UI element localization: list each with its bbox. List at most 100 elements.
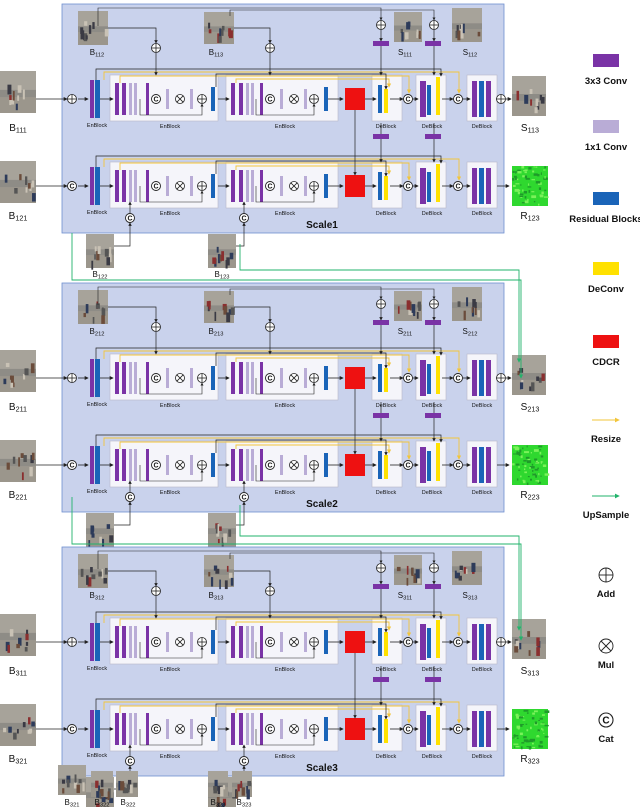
input-thumbnail-figure [22, 89, 25, 100]
upsample-path [71, 233, 524, 379]
output-thumbnail-noise [544, 176, 546, 179]
output-thumbnail-figure [529, 386, 532, 392]
output-thumbnail-noise [512, 463, 515, 466]
output-thumbnail-noise [523, 169, 527, 172]
top-thumbnail-figure [87, 577, 92, 587]
add-icon [429, 20, 439, 30]
input-thumbnail-figure [23, 455, 27, 462]
add-icon [429, 299, 439, 309]
scale-title: Scale1 [306, 220, 338, 231]
output-thumbnail-noise [543, 732, 545, 734]
bottom-thumbnail-figure [216, 530, 220, 537]
conv1x1-block [134, 713, 137, 745]
conv3x3-block [146, 170, 149, 202]
mul-icon-d2 [176, 461, 184, 469]
conv1x1-block [166, 368, 169, 388]
output-thumbnail-noise [525, 177, 530, 180]
residual-block [479, 447, 484, 483]
upsample-path [239, 244, 522, 363]
skip-path [139, 465, 204, 482]
mul-icon [175, 724, 185, 734]
input-thumbnail-figure [32, 193, 36, 202]
conv3x3-block [420, 447, 426, 483]
add-icon [376, 20, 386, 30]
output-thumbnail-noise [526, 712, 529, 714]
output-thumbnail-noise [543, 177, 548, 180]
cat-icon: C [403, 94, 413, 104]
bottom-thumbnail-figure [106, 257, 111, 266]
top-thumbnail-ground [452, 308, 482, 321]
input-thumbnail-figure [18, 637, 22, 646]
deconv-block [384, 455, 388, 479]
top-label-B213: B213 [209, 327, 224, 338]
top-thumbnail-figure [459, 565, 463, 571]
output-thumbnail-noise [532, 712, 535, 715]
output-thumbnail-noise [531, 179, 536, 181]
cat-icon-letter: C [241, 216, 246, 223]
cat-icon: C [598, 712, 614, 728]
output-thumbnail-noise [540, 172, 542, 176]
input-thumbnail-figure [15, 103, 18, 111]
output-thumbnail-noise [514, 188, 519, 192]
output-thumbnail-noise [523, 468, 526, 471]
conv3x3-block [472, 711, 477, 747]
input-thumbnail-figure [12, 456, 16, 464]
conv3x3-block [373, 413, 389, 418]
deblock-label: DeBlock [422, 754, 443, 760]
top-thumbnail [78, 11, 109, 45]
input-thumbnail-figure [6, 462, 10, 470]
output-thumbnail-figure [529, 89, 533, 94]
bottom-thumbnail-figure [96, 791, 100, 798]
output-thumbnail-noise [524, 171, 527, 174]
residual-block [378, 364, 382, 392]
top-thumbnail-figure [101, 315, 105, 324]
output-thumbnail-noise [537, 182, 542, 185]
input-label-B321: B321 [9, 754, 28, 766]
bottom-thumbnail-figure [106, 524, 111, 529]
resize-path [119, 75, 412, 94]
top-thumbnail-figure [230, 577, 234, 586]
bottom-thumbnail-figure [73, 782, 78, 789]
bottom-thumbnail-figure [217, 254, 221, 264]
output-thumbnail-noise [520, 723, 523, 727]
output-thumbnail-noise [517, 452, 520, 456]
bottom-thumbnail-figure [82, 782, 85, 792]
input-thumbnail-figure [4, 174, 8, 183]
mul-icon-d2 [290, 461, 298, 469]
skip-path [215, 439, 388, 456]
conv3x3-block [373, 41, 389, 46]
deblock-label: DeBlock [422, 490, 443, 496]
cat-icon: C [151, 94, 161, 104]
residual-block [324, 174, 328, 198]
input-thumbnail-figure [25, 187, 28, 193]
enblock-label: EnBlock [275, 211, 295, 217]
enblock-label: EnBlock [87, 402, 107, 408]
top-thumbnail-sky [394, 555, 422, 569]
bottom-thumbnail-figure [61, 779, 66, 784]
cat-icon-circle [151, 94, 161, 104]
mul-icon-d2 [290, 374, 298, 382]
conv3x3-block [260, 83, 263, 115]
mul-icon [175, 460, 185, 470]
top-label-B112: B112 [90, 48, 105, 59]
conv1x1-block [129, 83, 132, 115]
cat-icon: C [151, 460, 161, 470]
legend-label: CDCR [592, 357, 620, 368]
input-thumbnail-figure [27, 183, 31, 189]
output-thumbnail-noise [542, 464, 547, 468]
skip-path [139, 378, 204, 395]
input-thumbnail-ground [0, 466, 36, 482]
conv3x3-block [115, 449, 119, 481]
output-thumbnail-noise [528, 746, 532, 750]
conv1x1-block [190, 176, 193, 196]
input-label-B121: B121 [9, 211, 28, 223]
skip-path [114, 501, 132, 526]
input-thumbnail [0, 161, 36, 203]
conv3x3-block [146, 626, 149, 658]
output-thumbnail-noise [544, 166, 546, 169]
top-thumbnail [204, 12, 234, 44]
bottom-label-B322: B322 [121, 798, 136, 807]
bottom-thumbnail-figure [120, 781, 125, 791]
residual-block [211, 630, 215, 654]
conv3x3-block [146, 83, 149, 115]
